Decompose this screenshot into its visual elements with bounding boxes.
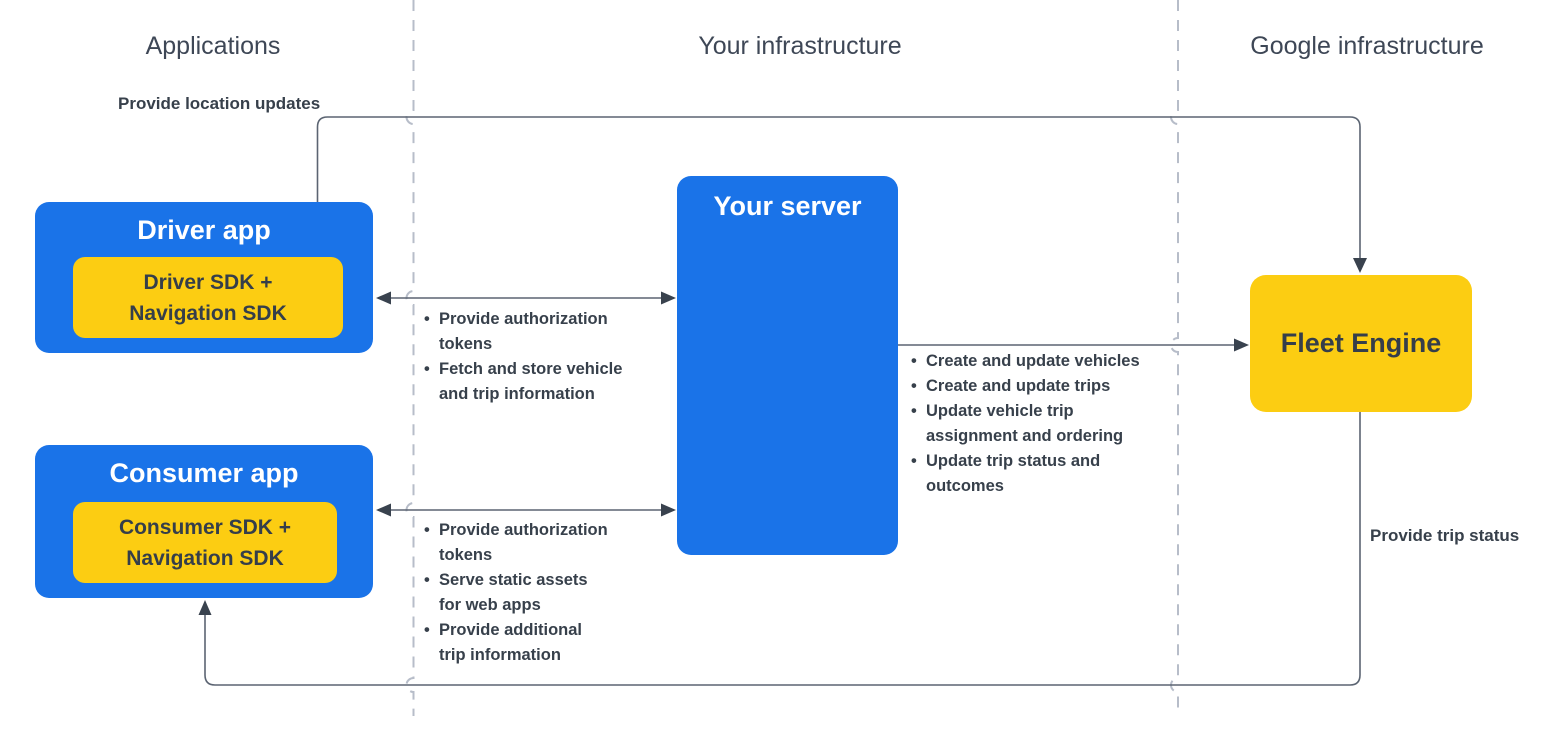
consumer-sdk-node: Consumer SDK + Navigation SDK	[73, 502, 337, 583]
bullet-list-consumer-server: Provide authorization tokens Serve stati…	[424, 518, 654, 668]
driver-app-node: Driver app Driver SDK + Navigation SDK	[35, 202, 373, 353]
list-item: Update vehicle trip assignment and order…	[911, 399, 1181, 449]
arrowhead-server-into-fleet-engine	[1234, 338, 1249, 352]
dashed-divider-your-infrastructure	[405, 0, 415, 716]
column-header-applications: Applications	[145, 32, 281, 60]
arrowhead-into-consumer-app	[376, 503, 391, 517]
connector-location-updates	[316, 116, 1361, 259]
list-item: Provide authorization tokens	[424, 307, 654, 357]
driver-sdk-node: Driver SDK + Navigation SDK	[73, 257, 343, 338]
arrowhead-driver-into-server	[661, 291, 676, 305]
arrowhead-location-updates-into-fleet-engine	[1353, 258, 1367, 273]
fleet-engine-title: Fleet Engine	[1280, 328, 1442, 358]
driver-app-title: Driver app	[137, 215, 271, 245]
bullet-list-server-fleet: Create and update vehicles Create and up…	[911, 349, 1181, 499]
list-item: Fetch and store vehicle and trip informa…	[424, 357, 654, 407]
column-header-google-infrastructure: Google infrastructure	[1250, 32, 1484, 60]
your-server-node: Your server	[677, 176, 898, 555]
connector-trip-status	[204, 412, 1361, 686]
list-item: Provide additional trip information	[424, 618, 654, 668]
consumer-app-title: Consumer app	[109, 458, 299, 488]
consumer-app-node: Consumer app Consumer SDK + Navigation S…	[35, 445, 373, 598]
bullet-list-driver-server: Provide authorization tokens Fetch and s…	[424, 307, 654, 407]
list-item: Create and update vehicles	[911, 349, 1181, 374]
arrowhead-into-driver-app	[376, 291, 391, 305]
list-item: Serve static assets for web apps	[424, 568, 654, 618]
list-item: Create and update trips	[911, 374, 1181, 399]
edge-label-provide-location-updates: Provide location updates	[118, 94, 321, 113]
your-server-title: Your server	[713, 191, 862, 221]
column-header-your-infrastructure: Your infrastructure	[698, 32, 902, 60]
list-item: Update trip status and outcomes	[911, 449, 1181, 499]
edge-label-provide-trip-status: Provide trip status	[1370, 526, 1520, 545]
arrowhead-trip-status-into-consumer-app	[198, 600, 212, 615]
arrowhead-consumer-into-server	[661, 503, 676, 517]
fleet-engine-node: Fleet Engine	[1250, 275, 1472, 412]
list-item: Provide authorization tokens	[424, 518, 654, 568]
